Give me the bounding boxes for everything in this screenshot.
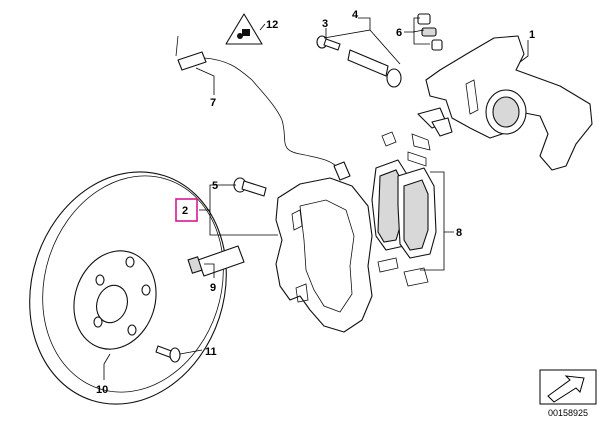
- bleeder-caps: [417, 13, 443, 51]
- leader-lines: [103, 17, 529, 380]
- guide-pin-set: [316, 35, 402, 88]
- callout-3: 3: [322, 18, 328, 30]
- wear-sensor: [175, 35, 351, 181]
- callout-2: 2: [182, 205, 188, 217]
- callout-1: 1: [529, 29, 535, 41]
- warning-triangle-icon: [225, 13, 263, 45]
- callout-10: 10: [96, 384, 108, 396]
- document-number: 00158925: [548, 408, 588, 418]
- grease-tube: [187, 245, 245, 277]
- callout-2-highlight: [175, 198, 198, 222]
- brake-pads: [371, 131, 437, 287]
- guide-bolt: [233, 177, 267, 197]
- callout-7: 7: [210, 97, 216, 109]
- callout-5: 5: [212, 180, 218, 192]
- callout-4: 4: [352, 9, 359, 21]
- direction-arrow-icon: [539, 369, 597, 405]
- caliper-carrier: [275, 177, 373, 333]
- callout-8: 8: [456, 227, 462, 239]
- callout-6: 6: [396, 27, 402, 39]
- callout-11: 11: [205, 346, 217, 358]
- callout-9: 9: [210, 282, 216, 294]
- brake-disc: [29, 171, 227, 405]
- callout-12: 12: [266, 19, 278, 31]
- disc-screw: [155, 345, 181, 363]
- brake-caliper: [417, 35, 593, 171]
